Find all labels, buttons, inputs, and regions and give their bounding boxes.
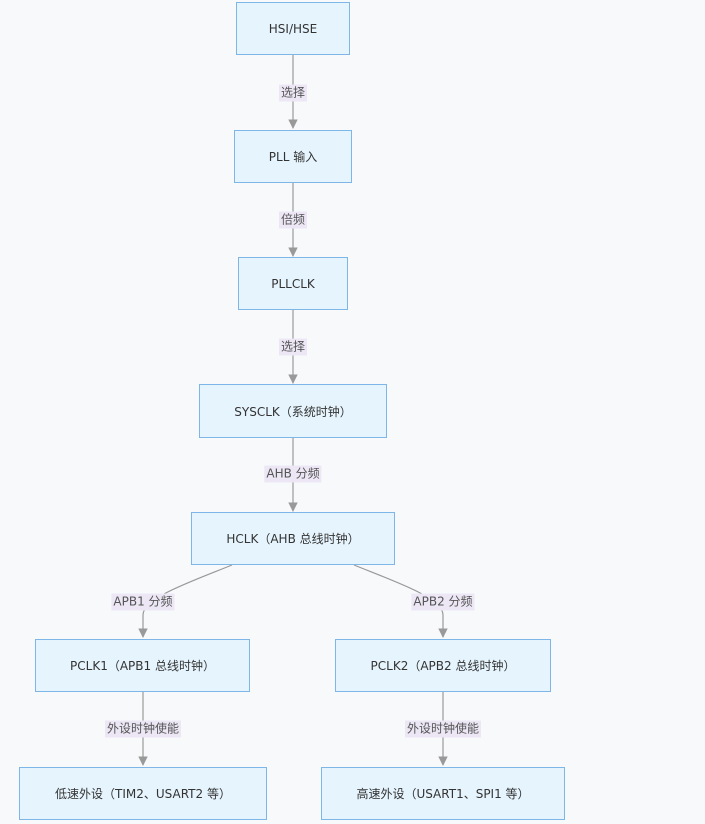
edge-hclk-to-pclk2 [353, 564, 448, 638]
edge-label-hclk-to-pclk2: APB2 分频 [411, 593, 475, 611]
edge-label-hclk-to-pclk1: APB1 分频 [111, 593, 175, 611]
edge-label-pll-to-pllclk: 倍频 [278, 211, 308, 229]
node-low-speed-peripherals: 低速外设（TIM2、USART2 等） [19, 767, 267, 820]
node-hclk: HCLK（AHB 总线时钟） [191, 512, 395, 565]
edge-label-pclk2-to-high-speed: 外设时钟使能 [404, 720, 482, 738]
edge-label-pllclk-to-sysclk: 选择 [278, 338, 308, 356]
node-pll-input: PLL 输入 [234, 130, 352, 183]
node-pllclk: PLLCLK [238, 257, 348, 310]
edge-label-sysclk-to-hclk: AHB 分频 [264, 465, 322, 483]
node-hsi-hse: HSI/HSE [236, 2, 350, 55]
node-pclk2: PCLK2（APB2 总线时钟） [335, 639, 551, 692]
node-sysclk: SYSCLK（系统时钟） [199, 384, 387, 438]
node-high-speed-peripherals: 高速外设（USART1、SPI1 等） [321, 767, 565, 820]
node-pclk1: PCLK1（APB1 总线时钟） [35, 639, 250, 692]
edge-label-hsi-to-pll: 选择 [278, 84, 308, 102]
edge-hclk-to-pclk1 [138, 564, 233, 638]
edge-label-pclk1-to-low-speed: 外设时钟使能 [104, 720, 182, 738]
